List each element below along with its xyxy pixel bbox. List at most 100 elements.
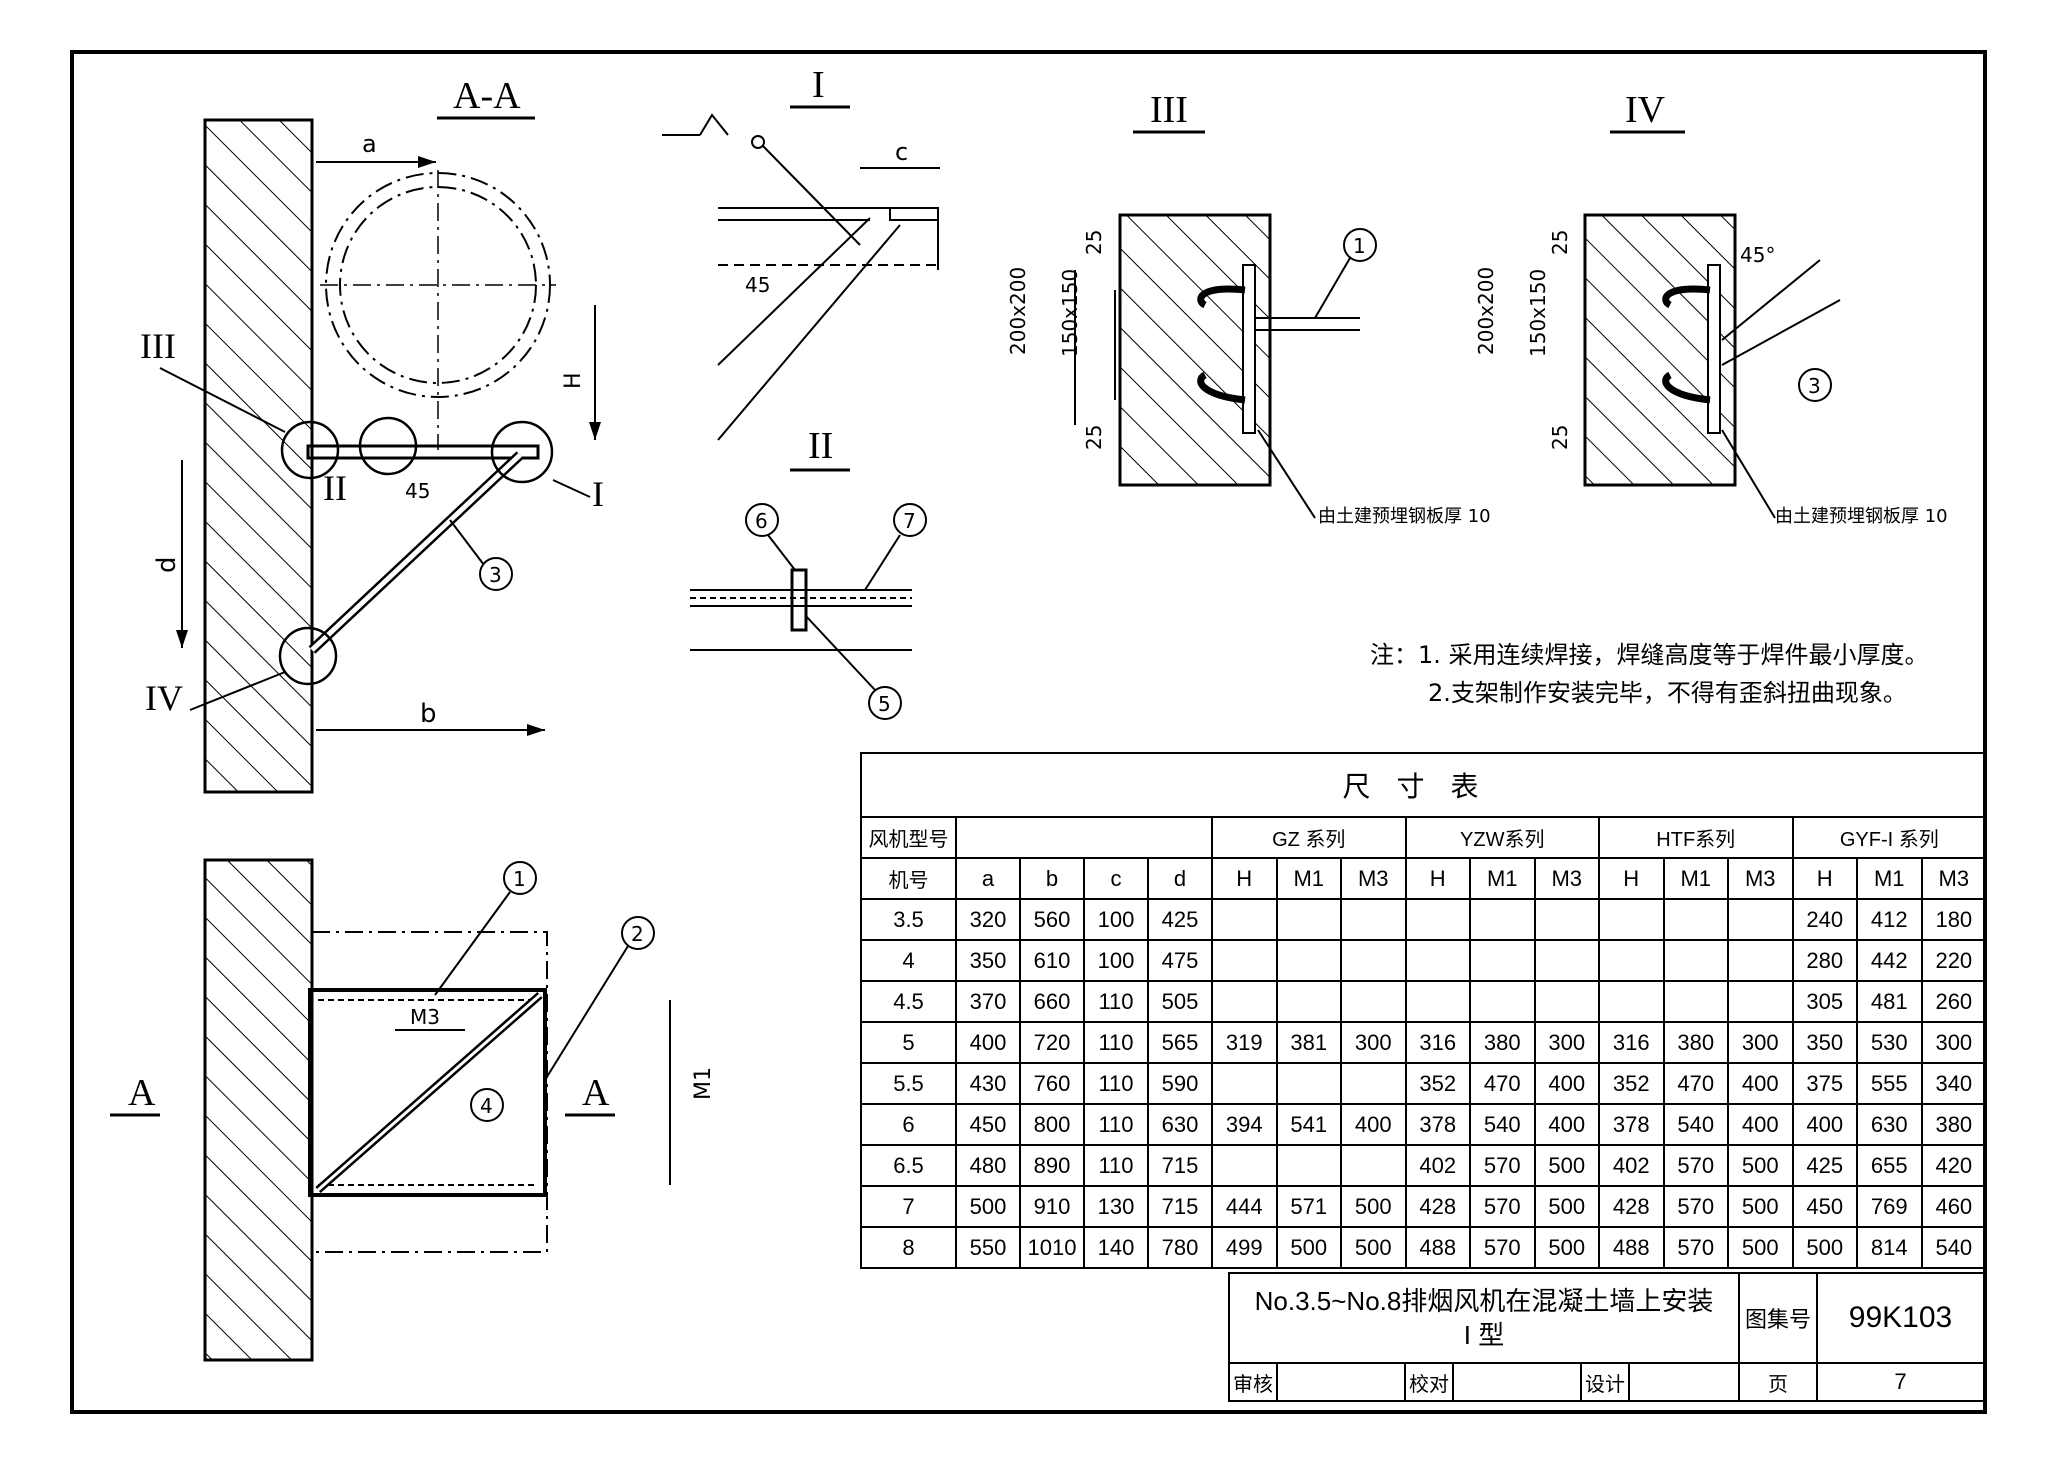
- callout-6: 6: [755, 509, 768, 533]
- table-cell: 500: [1791, 1226, 1858, 1269]
- header-sub-s0-1: M1: [1275, 857, 1342, 900]
- table-cell: 110: [1083, 980, 1149, 1023]
- dim-150-iv: 150x150: [1526, 269, 1550, 357]
- dim-200-iv: 200x200: [1474, 267, 1498, 355]
- table-cell: 110: [1083, 1144, 1149, 1187]
- view-ii: II 6 7 5: [690, 425, 927, 720]
- table-cell: [1275, 980, 1342, 1023]
- header-sub-s3-0: H: [1791, 857, 1858, 900]
- header-col-b: b: [1019, 857, 1085, 900]
- table-cell: 280: [1791, 939, 1858, 982]
- table-cell: 570: [1469, 1185, 1536, 1228]
- view-a-left: A: [128, 1072, 156, 1114]
- table-cell: [1340, 939, 1407, 982]
- dimension-table: 尺寸表 风机型号 GZ 系列 YZW系列 HTF系列 GYF-I 系列 机号 a…: [859, 752, 1988, 1269]
- view-iii-title: III: [1150, 89, 1188, 131]
- table-cell: 780: [1147, 1226, 1213, 1269]
- page-number: 7: [1816, 1362, 1985, 1402]
- table-cell: [1469, 939, 1536, 982]
- note-1-text: 1. 采用连续焊接，焊缝高度等于焊件最小厚度。: [1418, 641, 1929, 669]
- table-cell: 500: [1533, 1144, 1600, 1187]
- table-cell: 500: [1727, 1144, 1794, 1187]
- header-sub-s1-1: M1: [1469, 857, 1536, 900]
- table-cell: 500: [1727, 1226, 1794, 1269]
- table-cell: 530: [1856, 1021, 1923, 1064]
- table-cell: 890: [1019, 1144, 1085, 1187]
- table-cell: [1275, 1144, 1342, 1187]
- dim-25-iii-top: 25: [1082, 230, 1106, 255]
- table-cell: 500: [1340, 1226, 1407, 1269]
- table-cell: 100: [1083, 898, 1149, 941]
- detail-circle-i: [490, 420, 554, 484]
- table-cell: [1211, 1062, 1278, 1105]
- table-cell: 630: [1856, 1103, 1923, 1146]
- sheet-frame: [70, 50, 1987, 1414]
- table-cell: [1727, 898, 1794, 941]
- table-cell: [1598, 898, 1665, 941]
- detail-circle-ii: [358, 416, 418, 476]
- table-cell: 715: [1147, 1144, 1213, 1187]
- dim-200-iii: 200x200: [1006, 267, 1030, 355]
- table-cell: 305: [1791, 980, 1858, 1023]
- note-2: 2.支架制作安装完毕，不得有歪斜扭曲现象。: [1370, 674, 1929, 712]
- table-cell: [1275, 1062, 1342, 1105]
- notes-prefix: 注：: [1370, 641, 1418, 669]
- table-cell: 540: [1920, 1226, 1988, 1269]
- table-cell: 400: [1791, 1103, 1858, 1146]
- table-cell: 400: [1533, 1062, 1600, 1105]
- table-cell: 340: [1920, 1062, 1988, 1105]
- table-cell: 475: [1147, 939, 1213, 982]
- table-cell: [1662, 898, 1729, 941]
- table-cell: 550: [955, 1226, 1021, 1269]
- dim-25-iv-bot: 25: [1548, 425, 1572, 450]
- design-label: 设计: [1580, 1362, 1630, 1402]
- table-cell: 420: [1920, 1144, 1988, 1187]
- detail-circle-iv: [278, 626, 338, 686]
- table-cell: 240: [1791, 898, 1858, 941]
- table-cell: 4.5: [860, 980, 957, 1023]
- table-cell: 500: [1533, 1226, 1600, 1269]
- table-cell: 488: [1404, 1226, 1471, 1269]
- header-sub-s2-0: H: [1598, 857, 1665, 900]
- table-cell: [1727, 939, 1794, 982]
- header-no: 机号: [860, 857, 957, 900]
- table-cell: 352: [1404, 1062, 1471, 1105]
- view-iv-title: IV: [1625, 89, 1666, 131]
- page-label: 页: [1738, 1362, 1818, 1402]
- table-cell: 480: [955, 1144, 1021, 1187]
- table-cell: 1010: [1019, 1226, 1085, 1269]
- dimension-table-wrap: 尺寸表 风机型号 GZ 系列 YZW系列 HTF系列 GYF-I 系列 机号 a…: [859, 752, 1988, 1272]
- table-cell: 500: [1340, 1185, 1407, 1228]
- callout-3-aa: 3: [489, 563, 502, 587]
- wall-plan: [203, 858, 314, 1362]
- marker-i: I: [592, 474, 604, 514]
- dim-m3: M3: [410, 1005, 440, 1029]
- check-signature: [1452, 1362, 1582, 1402]
- table-cell: 412: [1856, 898, 1923, 941]
- check-label: 校对: [1404, 1362, 1454, 1402]
- table-cell: 505: [1147, 980, 1213, 1023]
- table-cell: 300: [1340, 1021, 1407, 1064]
- table-cell: 630: [1147, 1103, 1213, 1146]
- table-cell: 570: [1662, 1226, 1729, 1269]
- table-cell: 130: [1083, 1185, 1149, 1228]
- wall-aa: [203, 118, 314, 794]
- table-cell: [1340, 980, 1407, 1023]
- table-cell: 450: [955, 1103, 1021, 1146]
- angle-i: 45: [745, 273, 770, 297]
- review-label: 审核: [1228, 1362, 1278, 1402]
- table-cell: 110: [1083, 1062, 1149, 1105]
- dim-150-iii: 150x150: [1058, 269, 1082, 357]
- table-cell: [1727, 980, 1794, 1023]
- table-cell: [1469, 898, 1536, 941]
- dim-a: a: [362, 130, 377, 158]
- header-col-c: c: [1083, 857, 1149, 900]
- title-block: No.3.5~No.8排烟风机在混凝土墙上安装 I 型 图集号 99K103 审…: [1228, 1272, 1985, 1412]
- table-cell: 570: [1662, 1185, 1729, 1228]
- table-cell: 400: [955, 1021, 1021, 1064]
- note-1: 注：1. 采用连续焊接，焊缝高度等于焊件最小厚度。: [1370, 636, 1929, 674]
- table-cell: [1211, 939, 1278, 982]
